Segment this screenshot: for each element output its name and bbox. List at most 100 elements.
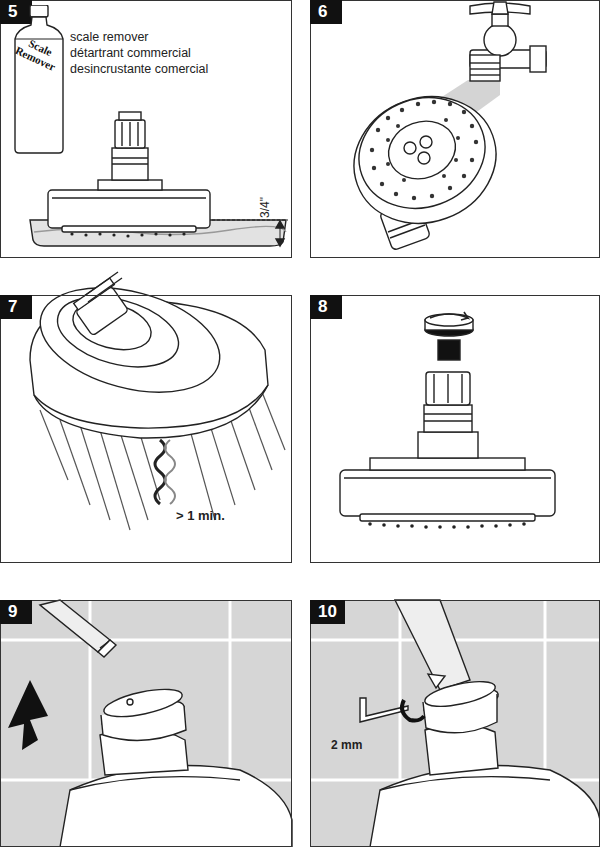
soaking-showerhead <box>30 112 288 246</box>
path-shape <box>70 777 240 790</box>
rect-shape <box>310 600 600 847</box>
rect-shape <box>426 372 470 405</box>
circle-shape <box>420 136 432 148</box>
circle-shape <box>372 166 376 170</box>
circle-shape <box>182 232 185 235</box>
line-shape <box>121 122 122 146</box>
dimension-label: 3/4" <box>258 197 272 218</box>
line-shape <box>52 197 206 198</box>
line-shape <box>80 425 110 520</box>
circle-shape <box>444 118 448 122</box>
circle-shape <box>400 108 404 112</box>
circle-shape <box>416 102 420 106</box>
step-number: 7 <box>0 295 32 319</box>
circle-shape <box>380 182 384 186</box>
circle-shape <box>84 233 87 236</box>
mounting-showerhead <box>8 600 292 847</box>
circle-shape <box>396 124 400 128</box>
circle-shape <box>70 232 73 235</box>
ellipse-shape <box>29 270 232 410</box>
line-shape <box>210 425 235 505</box>
ellipse-shape <box>102 684 185 722</box>
ellipse-shape <box>343 80 500 225</box>
line-shape <box>100 642 108 648</box>
ellipse-shape <box>336 77 514 243</box>
line-shape <box>0 639 292 642</box>
circle-shape <box>386 138 390 142</box>
ellipse-shape <box>50 285 186 379</box>
circle-shape <box>382 523 386 527</box>
line-shape <box>88 278 122 302</box>
path-shape <box>276 239 284 246</box>
path-shape <box>98 640 116 657</box>
path-shape <box>380 777 550 790</box>
circle-shape <box>154 232 157 235</box>
g-shape <box>368 522 526 529</box>
g-shape <box>370 100 478 200</box>
line-shape <box>100 430 130 530</box>
rect-shape <box>360 514 535 521</box>
tightening-set-screw <box>360 600 600 847</box>
filter-removal <box>340 312 555 529</box>
path-shape <box>492 2 508 14</box>
line-shape <box>470 68 500 69</box>
g-shape <box>70 232 185 237</box>
path-shape <box>276 221 284 228</box>
circle-shape <box>386 162 390 166</box>
tile-wall <box>0 600 600 847</box>
time-note: > 1 min. <box>176 508 225 523</box>
line-shape <box>190 430 215 520</box>
line-shape <box>112 163 148 164</box>
ellipse-shape <box>380 112 463 188</box>
scale-remover-bottle: Scale Remover <box>11 5 67 155</box>
circle-shape <box>412 196 416 200</box>
circle-shape <box>376 128 380 132</box>
line-shape <box>230 418 255 490</box>
path-shape <box>60 766 292 847</box>
rect-shape <box>492 14 508 26</box>
path-shape <box>155 440 165 504</box>
circle-shape <box>508 523 512 527</box>
rect-shape <box>74 278 115 310</box>
line-shape <box>390 225 425 238</box>
rect-shape <box>370 458 525 470</box>
circle-shape <box>474 140 478 144</box>
rect-shape <box>470 55 500 81</box>
circle-shape <box>368 522 372 526</box>
line-shape <box>129 122 130 146</box>
path-shape <box>402 700 424 721</box>
step-panel: 8 <box>310 295 600 563</box>
line-shape <box>112 157 148 158</box>
line-shape <box>137 122 138 146</box>
circle-shape <box>396 524 400 528</box>
circle-shape <box>466 525 470 529</box>
circle-shape <box>394 192 398 196</box>
line-shape <box>248 405 272 470</box>
circle-shape <box>404 142 416 154</box>
rect-shape <box>112 148 148 180</box>
circle-shape <box>470 124 474 128</box>
rect-shape <box>119 112 141 120</box>
product-label: détartrant commercial <box>70 46 191 60</box>
circle-shape <box>370 148 374 152</box>
circle-shape <box>448 186 452 190</box>
tool-size-label: 2 mm <box>331 738 362 752</box>
circle-shape <box>418 152 430 164</box>
line-shape <box>212 220 288 221</box>
path-shape <box>370 766 600 847</box>
rect-shape <box>115 120 145 148</box>
path-shape <box>165 440 175 504</box>
circle-shape <box>484 24 516 56</box>
product-label: desincrustante comercial <box>70 62 208 76</box>
rect-shape <box>418 432 478 458</box>
circle-shape <box>430 194 434 198</box>
circle-shape <box>402 178 406 182</box>
path-shape <box>470 3 530 14</box>
circle-shape <box>424 525 428 529</box>
rect-shape <box>438 340 460 360</box>
step-panel: 10 <box>310 600 600 847</box>
line-shape <box>470 74 500 75</box>
rect-shape <box>530 46 546 72</box>
flushing-showerhead <box>29 270 285 530</box>
